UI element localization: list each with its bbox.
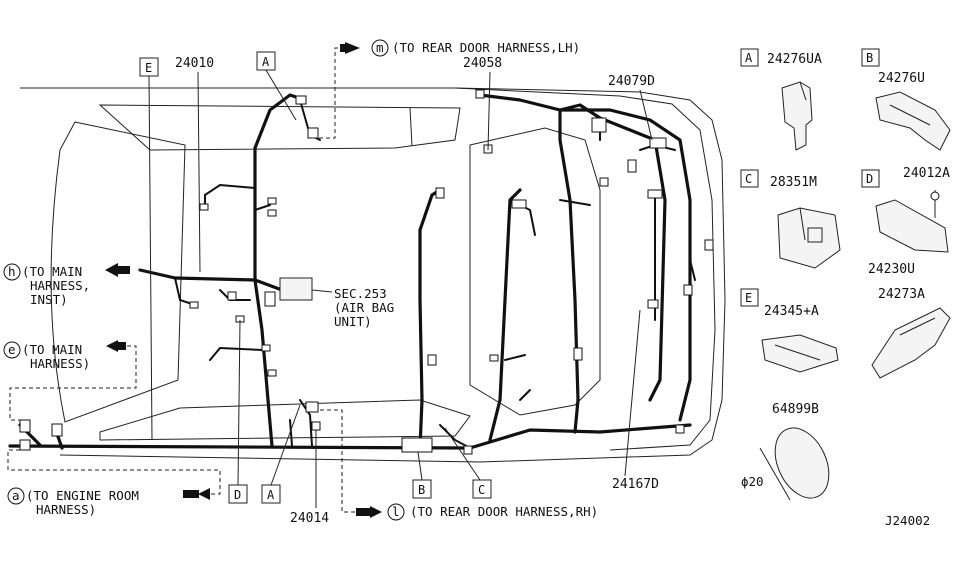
bracket-28351m (777, 207, 841, 269)
note-a-1: (TO ENGINE ROOM (26, 488, 139, 503)
callout-24167d: 24167D (612, 477, 659, 492)
protector-24276u (875, 91, 951, 151)
callout-24010: 24010 (175, 56, 214, 71)
note-l: (TO REAR DOOR HARNESS,RH) (410, 504, 598, 519)
legend-box-b: B (866, 51, 873, 65)
note-e-1: (TO MAIN (22, 342, 82, 357)
grommet-64899b (774, 427, 830, 499)
box-a-top: A (262, 55, 270, 69)
legend-part-24273a: 24273A (878, 287, 925, 302)
box-e: E (145, 61, 152, 75)
legend-part-c: 28351M (770, 175, 817, 190)
sec-line-1: SEC.253 (334, 286, 387, 301)
box-c-frame (472, 479, 492, 499)
legend-part-d1: 24012A (903, 166, 950, 181)
note-h-2: HARNESS, (30, 278, 90, 293)
legend-box-d: D (866, 172, 873, 186)
connection-a: a (TO ENGINE ROOM HARNESS) (7, 449, 221, 517)
protector-24273a (871, 307, 951, 379)
callout-24058: 24058 (463, 56, 502, 71)
connection-e: e (TO MAIN HARNESS) (3, 340, 137, 421)
callout-24014: 24014 (290, 511, 329, 526)
connection-m: m (TO REAR DOOR HARNESS,LH) (312, 39, 580, 139)
box-a-bottom: A (267, 488, 275, 502)
airbag-unit (279, 277, 313, 301)
legend-part-64899b: 64899B (772, 402, 819, 417)
connectors (19, 89, 714, 455)
box-c: C (478, 483, 485, 497)
clip-24276ua (781, 81, 813, 151)
box-d: D (234, 488, 241, 502)
sec253-label: SEC.253 (AIR BAG UNIT) (334, 286, 394, 329)
note-h-1: (TO MAIN (22, 264, 82, 279)
footer-code: J24002 (885, 513, 930, 528)
legend-part-a: 24276UA (767, 52, 822, 67)
car-body-outline (20, 87, 726, 463)
part-callouts: 24010 24058 24079D 24167D 24014 (175, 56, 659, 526)
sec-line-3: UNIT) (334, 314, 372, 329)
parts-legend: A 24276UA B 24276U C 28351M D 24012A 242… (740, 48, 951, 501)
note-a-2: HARNESS) (36, 502, 96, 517)
marker-m: m (376, 40, 384, 55)
legend-part-e: 24345+A (764, 304, 819, 319)
box-b: B (418, 483, 425, 497)
connection-l: l (TO REAR DOOR HARNESS,RH) (320, 409, 598, 521)
legend-box-e: E (745, 291, 752, 305)
diagram-letter-boxes: E A D A B C (139, 51, 492, 504)
note-e-2: HARNESS) (30, 356, 90, 371)
marker-l: l (392, 504, 400, 519)
marker-e: e (8, 342, 16, 357)
connection-h: h (TO MAIN HARNESS, INST) (3, 263, 130, 307)
legend-part-d2: 24230U (868, 262, 915, 277)
note-m: (TO REAR DOOR HARNESS,LH) (392, 40, 580, 55)
legend-box-a: A (745, 51, 753, 65)
legend-box-c: C (745, 172, 752, 186)
marker-a: a (12, 488, 20, 503)
legend-dim: ϕ20 (741, 474, 764, 489)
bracket-24230u (875, 199, 949, 253)
sec-line-2: (AIR BAG (334, 300, 394, 315)
marker-h: h (8, 264, 16, 279)
callout-24079d: 24079D (608, 74, 655, 89)
note-h-3: INST) (30, 292, 68, 307)
legend-part-b: 24276U (878, 71, 925, 86)
